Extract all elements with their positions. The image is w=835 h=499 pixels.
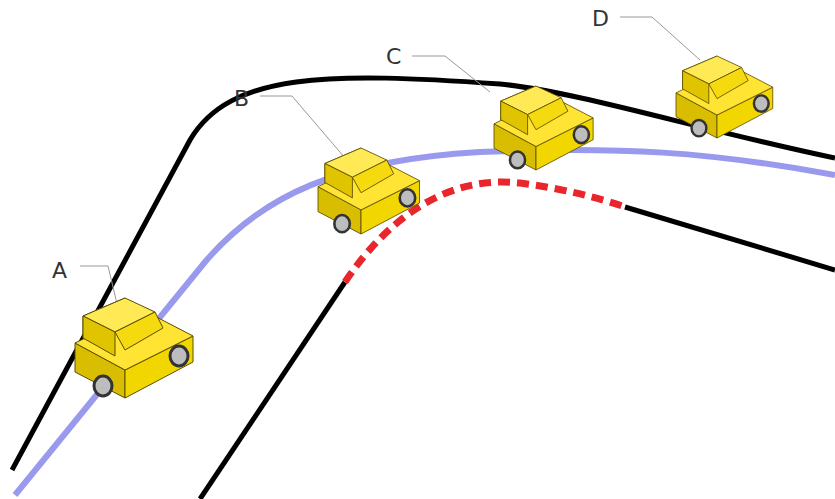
racing-line <box>15 150 835 495</box>
car-a <box>75 298 193 398</box>
callout-letter: B <box>234 88 249 110</box>
car-b <box>318 148 419 234</box>
callout-letter: D <box>592 8 609 30</box>
callout-letter: C <box>386 46 401 68</box>
callout-letter: A <box>52 260 67 282</box>
inner-track-edge <box>625 207 835 270</box>
car-d <box>676 56 773 138</box>
inner-track-edge <box>200 282 345 499</box>
outer-track-edge <box>12 78 835 470</box>
leader-lines <box>80 17 700 308</box>
car-c <box>494 86 593 170</box>
